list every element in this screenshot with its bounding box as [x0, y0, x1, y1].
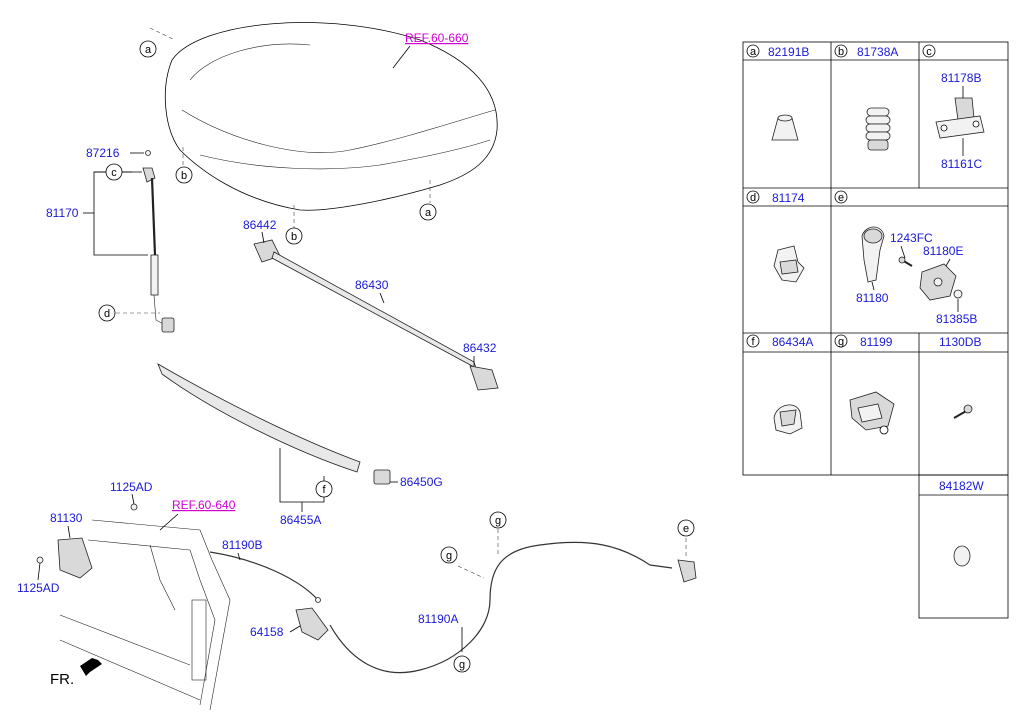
svg-text:f: f: [322, 484, 326, 496]
callout-g-1[interactable]: g: [440, 546, 458, 564]
bolt-icon: [898, 256, 913, 267]
callout-c-1[interactable]: c: [105, 163, 123, 181]
callout-a-2[interactable]: a: [419, 203, 437, 221]
push-clip-icon: [773, 404, 803, 435]
legend-cell-g: g 81199: [834, 334, 895, 435]
legend-part-81199[interactable]: 81199: [860, 335, 893, 349]
part-86430-label[interactable]: 86430: [355, 278, 389, 292]
bumper-stopper-icon: [865, 107, 891, 151]
part-87216-label[interactable]: 87216: [86, 146, 120, 160]
legend-cell-84182w: 84182W: [939, 479, 984, 567]
front-arrow-icon: [80, 658, 102, 676]
hood-stay-rod: [142, 150, 175, 333]
callout-a-1[interactable]: a: [139, 40, 157, 58]
callout-g-2[interactable]: g: [489, 511, 507, 529]
release-handle-icon: [861, 226, 885, 283]
legend-table: [742, 41, 1009, 619]
hood-release-cables: [209, 541, 697, 674]
svg-text:g: g: [446, 550, 452, 562]
screw-icon: [953, 404, 973, 419]
svg-text:a: a: [145, 44, 152, 56]
hood-panel: [164, 22, 498, 211]
svg-text:f: f: [751, 336, 755, 348]
legend-cell-a: a 82191B: [746, 44, 809, 141]
svg-text:e: e: [683, 523, 689, 535]
callout-b-2[interactable]: b: [285, 227, 303, 245]
part-81130-label[interactable]: 81130: [50, 511, 83, 525]
lever-assembly-icon: [919, 263, 957, 301]
callout-d-1[interactable]: d: [98, 304, 116, 322]
callout-e-1[interactable]: e: [677, 519, 695, 537]
legend-cell-d: d 81174: [746, 190, 805, 283]
part-86432-label[interactable]: 86432: [463, 341, 497, 355]
svg-text:b: b: [838, 46, 844, 58]
svg-text:d: d: [104, 308, 110, 320]
svg-text:g: g: [459, 659, 465, 671]
plug-icon: [953, 545, 971, 567]
legend-part-81174[interactable]: 81174: [772, 191, 805, 205]
ref-hood-label[interactable]: REF.60-660: [405, 31, 469, 45]
radiator-support-frame: [36, 503, 231, 711]
callout-f-1[interactable]: f: [315, 480, 333, 498]
ref-radiator-support-label[interactable]: REF.60-640: [172, 498, 236, 512]
legend-part-81738a[interactable]: 81738A: [857, 45, 898, 59]
part-86442-label[interactable]: 86442: [243, 218, 277, 232]
svg-text:a: a: [425, 207, 432, 219]
part-64158-label[interactable]: 64158: [250, 625, 284, 639]
part-1125ad-bottom-label[interactable]: 1125AD: [17, 581, 60, 595]
legend-part-81178b[interactable]: 81178B: [941, 71, 981, 85]
part-86455a-label[interactable]: 86455A: [280, 513, 321, 527]
legend-part-1243fc[interactable]: 1243FC: [890, 231, 933, 245]
svg-text:b: b: [291, 231, 297, 243]
svg-text:b: b: [181, 170, 187, 182]
legend-cell-f: f 86434A: [746, 334, 813, 435]
svg-text:c: c: [926, 46, 932, 58]
front-direction-label: FR.: [50, 671, 74, 688]
part-81170-label[interactable]: 81170: [46, 206, 79, 220]
legend-part-84182w[interactable]: 84182W: [939, 479, 984, 493]
callout-b-1[interactable]: b: [175, 166, 193, 184]
stay-holder-icon: [935, 86, 985, 156]
legend-cell-e: e 1243FC 81180E 81180 81385B: [834, 190, 977, 326]
legend-part-81180[interactable]: 81180: [856, 291, 889, 305]
legend-part-86434a[interactable]: 86434A: [772, 335, 813, 349]
legend-part-81161c[interactable]: 81161C: [941, 157, 982, 171]
svg-text:g: g: [495, 515, 501, 527]
svg-text:c: c: [111, 167, 117, 179]
svg-text:g: g: [838, 336, 844, 348]
rod-clip-icon: [773, 245, 805, 283]
part-1125ad-top-label[interactable]: 1125AD: [110, 480, 153, 494]
part-86450g-label[interactable]: 86450G: [400, 475, 443, 489]
legend-cell-1130db: 1130DB: [939, 335, 981, 419]
part-81190a-label[interactable]: 81190A: [418, 612, 458, 626]
legend-cell-c: c 81178B 81161C: [922, 44, 985, 171]
hood-seal-86430: [253, 239, 499, 391]
svg-text:e: e: [838, 192, 844, 204]
part-81190b-label[interactable]: 81190B: [222, 538, 262, 552]
legend-part-81385b[interactable]: 81385B: [936, 312, 977, 326]
legend-part-82191b[interactable]: 82191B: [768, 45, 809, 59]
svg-text:d: d: [750, 192, 756, 204]
seal-strip-86455a: [157, 363, 391, 485]
grommet-icon: [953, 289, 963, 299]
callout-g-3[interactable]: g: [453, 655, 471, 673]
legend-cell-b: b 81738A: [834, 44, 898, 151]
cable-holder-icon: [849, 391, 895, 435]
svg-text:a: a: [750, 46, 757, 58]
legend-part-1130db[interactable]: 1130DB: [939, 335, 981, 349]
legend-part-81180e[interactable]: 81180E: [923, 244, 963, 258]
